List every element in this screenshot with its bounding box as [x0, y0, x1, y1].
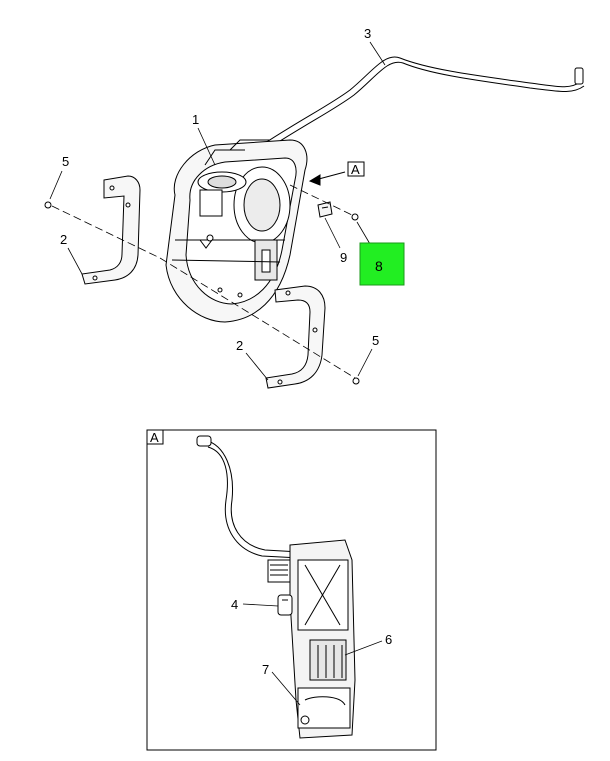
callout-8[interactable]: 8 — [375, 258, 383, 274]
view-label-box — [347, 161, 365, 177]
detail-sensor[interactable] — [277, 594, 293, 616]
callout-1[interactable]: 1 — [192, 112, 199, 127]
mounting-bracket-right[interactable] — [265, 285, 326, 389]
callout-3[interactable]: 3 — [364, 26, 371, 41]
callout-4[interactable]: 4 — [231, 597, 238, 612]
callout-2-left[interactable]: 2 — [60, 232, 67, 247]
fastener-top[interactable] — [44, 201, 52, 209]
leader-lines-detail — [242, 603, 383, 706]
mounting-bracket-left[interactable] — [81, 175, 141, 285]
view-label: A — [351, 162, 360, 177]
callout-2-right[interactable]: 2 — [236, 338, 243, 353]
highlight-box-8[interactable] — [359, 242, 405, 286]
view-arrow — [308, 171, 346, 186]
callout-9[interactable]: 9 — [340, 250, 347, 265]
detail-label: A — [150, 430, 159, 445]
detail-module[interactable] — [267, 539, 356, 739]
cable-assembly[interactable] — [261, 56, 585, 151]
alignment-lines — [51, 184, 356, 379]
callout-5-top[interactable]: 5 — [62, 154, 69, 169]
clip-part[interactable] — [317, 201, 333, 218]
bolt-part[interactable] — [351, 213, 359, 221]
callout-7[interactable]: 7 — [262, 662, 269, 677]
callout-5-bottom[interactable]: 5 — [372, 333, 379, 348]
detail-label-box — [146, 429, 164, 445]
detail-hose[interactable] — [196, 435, 301, 559]
leader-lines-top — [49, 41, 386, 381]
tank-housing[interactable] — [165, 139, 308, 323]
callout-6[interactable]: 6 — [385, 632, 392, 647]
fastener-bottom[interactable] — [352, 377, 360, 385]
